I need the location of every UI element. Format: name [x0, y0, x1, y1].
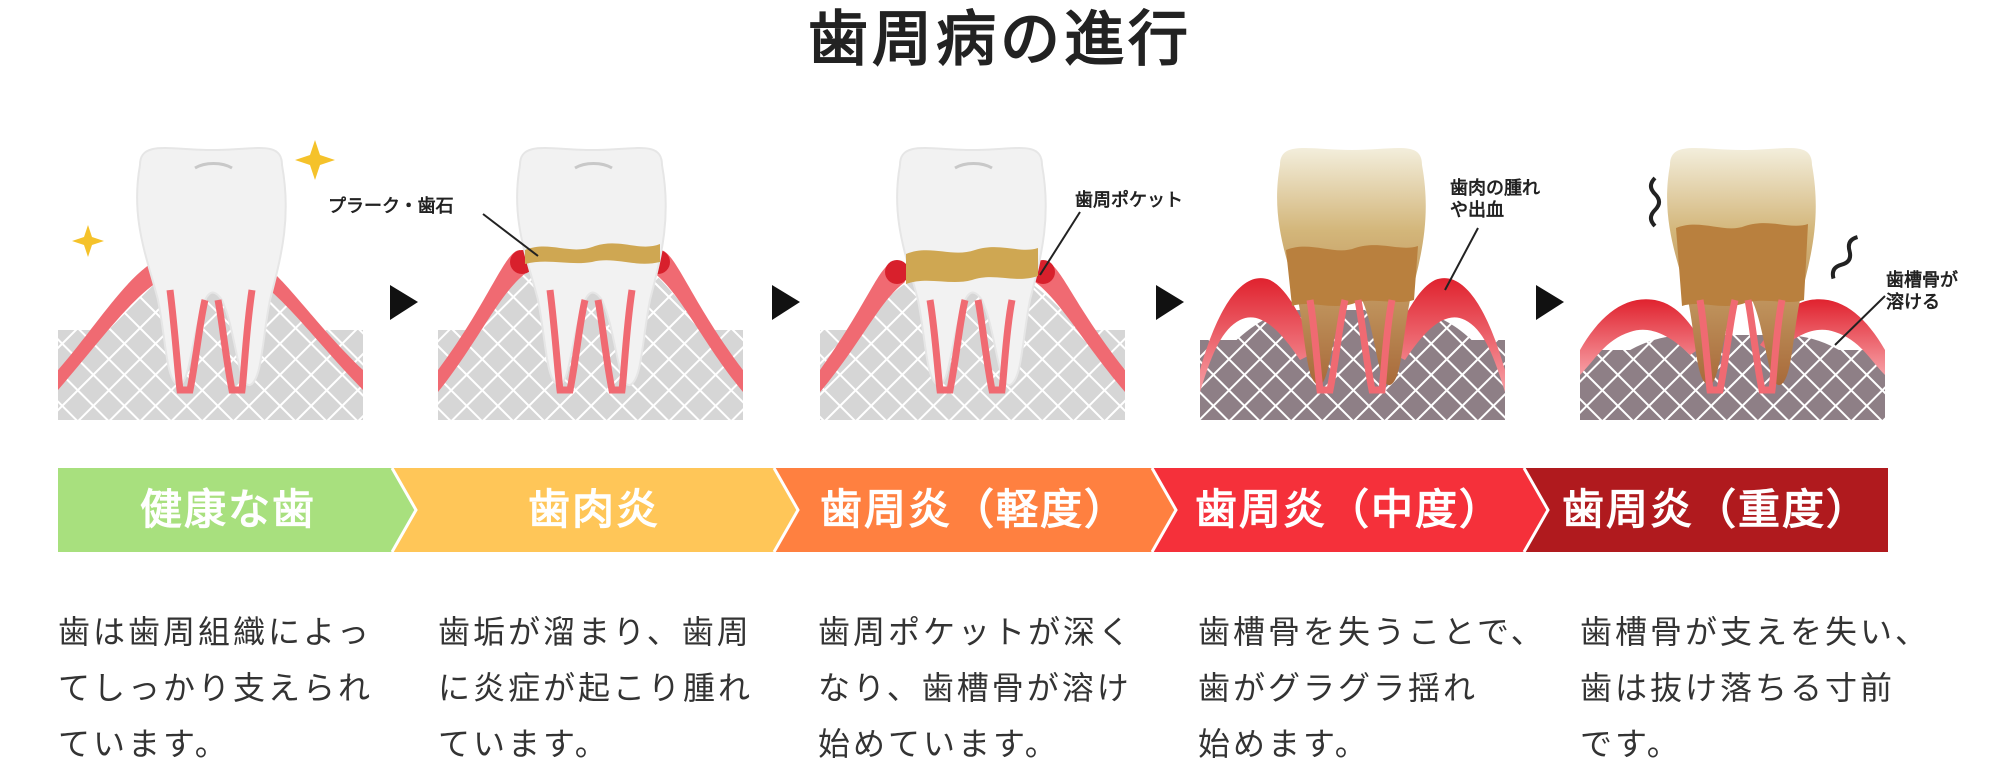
stage-label-healthy: 健康な歯 [139, 485, 316, 534]
stage-segment-gingivitis [392, 468, 798, 552]
callout-swelling-line1: 歯肉の腫れ [1450, 178, 1540, 199]
description-line: てしっかり支えられ [58, 669, 374, 707]
description-line: 歯がグラグラ揺れ [1198, 669, 1479, 707]
stage-label-severe: 歯周炎（重度） [1561, 485, 1870, 534]
stage-segment-severe [1524, 468, 1888, 552]
page-title: 歯周病の進行 [808, 5, 1192, 75]
description-line: なり、歯槽骨が溶け [818, 669, 1132, 707]
tooth-moderate-periodontitis-illustration [1200, 148, 1505, 420]
arrow-right-icon [390, 285, 418, 320]
callout-plaque: プラーク・歯石 [328, 196, 454, 217]
description-line: です。 [1580, 725, 1682, 763]
tooth-mild-periodontitis-illustration [820, 147, 1125, 420]
description-gingivitis: 歯垢が溜まり、歯周 に炎症が起こり腫れ ています。 [438, 604, 788, 772]
description-line: に炎症が起こり腫れ [438, 669, 754, 707]
description-line: 歯槽骨を失うことで、 [1198, 613, 1546, 651]
stage-label-moderate: 歯周炎（中度） [1194, 485, 1503, 534]
description-line: ています。 [58, 725, 230, 763]
arrow-right-icon [1536, 285, 1564, 320]
stage-arrows [390, 285, 1564, 320]
stage-label-mild: 歯周炎（軽度） [819, 485, 1128, 534]
tooth-severe-periodontitis-illustration [1580, 148, 1886, 420]
description-mild: 歯周ポケットが深く なり、歯槽骨が溶け 始めています。 [818, 604, 1168, 772]
stage-segment-healthy [58, 468, 416, 552]
description-moderate: 歯槽骨を失うことで、 歯がグラグラ揺れ 始めます。 [1198, 604, 1548, 772]
description-line: 始めます。 [1198, 725, 1370, 763]
description-line: 歯周ポケットが深く [818, 613, 1134, 651]
stage-label-gingivitis: 歯肉炎 [527, 485, 660, 534]
description-line: 始めています。 [818, 725, 1060, 763]
callout-swelling: 歯肉の腫れ や出血 [1450, 178, 1540, 222]
tooth-healthy-illustration [58, 140, 363, 420]
stage-segment-moderate [1152, 468, 1548, 552]
stage-segment-mild [774, 468, 1176, 552]
description-line: 歯は歯周組織によっ [58, 613, 373, 651]
callout-swelling-line2: や出血 [1450, 200, 1504, 221]
tooth-gingivitis-illustration [438, 147, 743, 420]
description-healthy: 歯は歯周組織によっ てしっかり支えられ ています。 [58, 604, 408, 772]
description-line: 歯槽骨が支えを失い、 [1580, 613, 1931, 651]
description-line: 歯は抜け落ちる寸前 [1580, 669, 1896, 707]
callout-bone: 歯槽骨が 溶ける [1886, 270, 1958, 314]
teeth-illustrations [58, 140, 1886, 420]
description-line: ています。 [438, 725, 610, 763]
callout-pocket: 歯周ポケット [1075, 190, 1183, 211]
arrow-right-icon [772, 285, 800, 320]
callout-bone-line1: 歯槽骨が [1886, 270, 1958, 291]
callout-bone-line2: 溶ける [1886, 292, 1940, 313]
description-severe: 歯槽骨が支えを失い、 歯は抜け落ちる寸前 です。 [1580, 604, 1930, 772]
description-line: 歯垢が溜まり、歯周 [438, 613, 752, 651]
arrow-right-icon [1156, 285, 1184, 320]
